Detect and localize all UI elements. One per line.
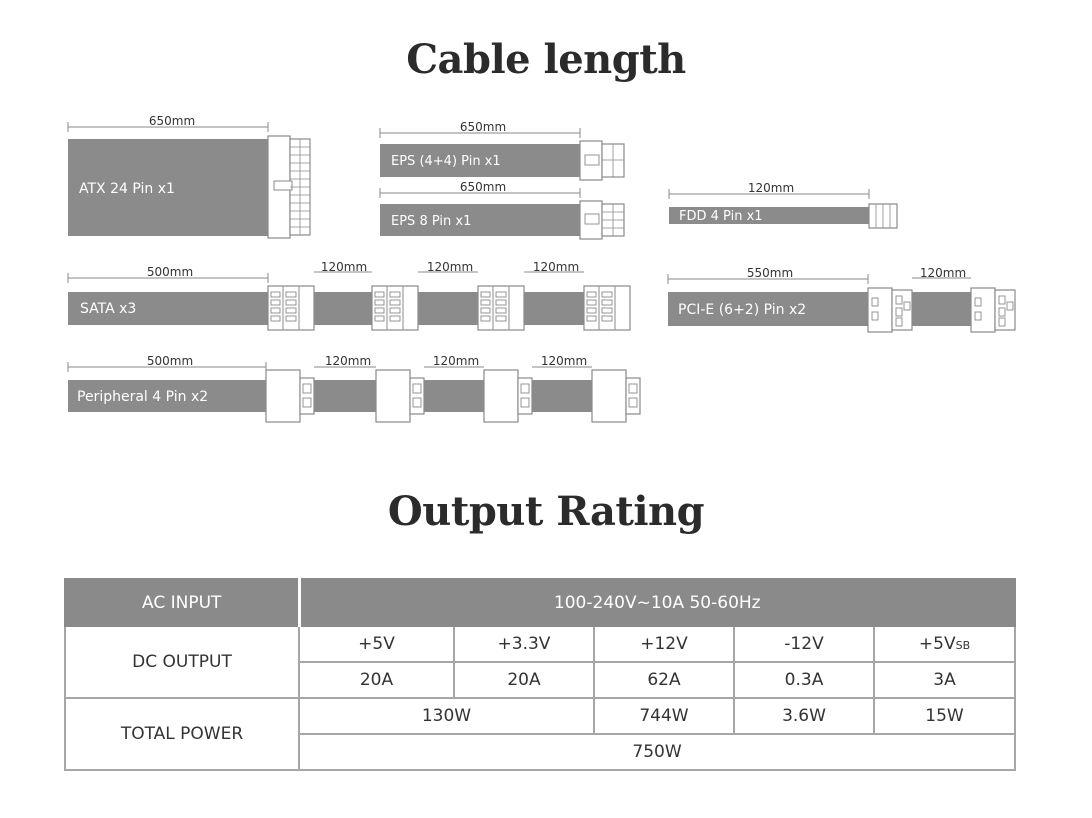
- power-5v-3v3: 130W: [298, 697, 595, 735]
- rail-5vsb: +5VSB: [872, 625, 1017, 663]
- molex-connector-icon: [591, 369, 641, 423]
- current-12v: 62A: [593, 661, 735, 699]
- rail-n12v: -12V: [733, 625, 875, 663]
- pcie-connector-icon: [867, 287, 913, 333]
- molex-connector-icon: [483, 369, 533, 423]
- power-5vsb: 15W: [872, 697, 1017, 735]
- rail-3v3: +3.3V: [453, 625, 595, 663]
- current-5v: 20A: [298, 661, 455, 699]
- pcie-cable: 550mm PCI-E (6+2) Pin x2 120mm: [667, 266, 1016, 333]
- eps8-connector-icon: [579, 200, 625, 240]
- fdd-length: 120mm: [748, 181, 794, 195]
- cable-length-title: Cable length: [406, 36, 686, 83]
- eps44-connector-icon: [579, 140, 625, 181]
- fdd-label: FDD 4 Pin x1: [679, 209, 763, 224]
- peripheral-seg2-body: [424, 380, 484, 412]
- total-power-value: 750W: [297, 733, 1017, 771]
- eps44-cable: 650mm EPS (4+4) Pin x1: [379, 120, 625, 181]
- fdd-cable-body: [669, 207, 869, 224]
- current-5vsb: 3A: [872, 661, 1017, 699]
- eps8-length: 650mm: [460, 180, 506, 194]
- ac-input-label: AC INPUT: [64, 578, 301, 627]
- sata-connector-icon: [267, 285, 315, 331]
- rail-5vsb-subscript: SB: [955, 639, 971, 652]
- sata-seg2-length: 120mm: [427, 260, 473, 274]
- ac-input-row: AC INPUT 100-240V~10A 50-60Hz: [64, 578, 1017, 627]
- rail-5v: +5V: [298, 625, 455, 663]
- cable-diagram: 650mm ATX 24 Pin x1 650mm EPS (4+4) Pi: [67, 114, 1016, 423]
- peripheral-seg2-length: 120mm: [433, 354, 479, 368]
- eps8-label: EPS 8 Pin x1: [391, 214, 471, 229]
- rail-12v: +12V: [593, 625, 735, 663]
- atx-cable-body: [68, 139, 268, 236]
- dc-current-row: 20A 20A 62A 0.3A 3A: [65, 661, 1017, 699]
- pcie-connector-icon: [970, 287, 1016, 333]
- fdd-connector-icon: [868, 203, 898, 229]
- current-n12v: 0.3A: [733, 661, 875, 699]
- sata-seg3-length: 120mm: [533, 260, 579, 274]
- sata-cable: 500mm SATA x3 120mm 120mm 120mm: [67, 260, 631, 331]
- pcie-cable-body: [668, 292, 868, 326]
- rail-5vsb-main: +5V: [918, 634, 956, 654]
- total-row: 750W: [65, 733, 1017, 771]
- sata-cable-body: [68, 292, 268, 325]
- peripheral-cable: 500mm Peripheral 4 Pin x2 120mm 120mm 12…: [67, 354, 641, 423]
- peripheral-length: 500mm: [147, 354, 193, 368]
- power-n12v: 3.6W: [733, 697, 875, 735]
- atx-cable: 650mm ATX 24 Pin x1: [67, 114, 311, 239]
- pcie-seg-body: [912, 292, 971, 326]
- current-3v3: 20A: [453, 661, 595, 699]
- power-row: TOTAL POWER 130W 744W 3.6W 15W: [64, 697, 1017, 771]
- output-rating-table: AC INPUT 100-240V~10A 50-60Hz DC OUTPUT …: [64, 578, 1017, 771]
- atx-24pin-connector-icon: [267, 135, 311, 239]
- power-12v: 744W: [593, 697, 735, 735]
- total-power-label: TOTAL POWER: [64, 697, 300, 771]
- fdd-cable: 120mm FDD 4 Pin x1: [668, 181, 898, 229]
- output-rating-title: Output Rating: [387, 488, 705, 535]
- atx-label: ATX 24 Pin x1: [79, 181, 175, 197]
- pcie-seg-length: 120mm: [920, 266, 966, 280]
- pcie-label: PCI-E (6+2) Pin x2: [678, 302, 806, 318]
- molex-connector-icon: [375, 369, 425, 423]
- eps8-cable-body: [380, 204, 580, 236]
- dc-rail-row: DC OUTPUT +5V +3.3V +12V -12V +5VSB: [64, 625, 1017, 699]
- molex-connector-icon: [265, 369, 315, 423]
- atx-length: 650mm: [149, 114, 195, 128]
- eps44-cable-body: [380, 144, 580, 177]
- sata-connector-icon: [371, 285, 419, 331]
- eps8-cable: 650mm EPS 8 Pin x1: [379, 180, 625, 240]
- eps44-label: EPS (4+4) Pin x1: [391, 154, 501, 169]
- peripheral-seg3-body: [532, 380, 592, 412]
- ac-input-value: 100-240V~10A 50-60Hz: [297, 578, 1017, 627]
- sata-seg3-body: [524, 292, 584, 325]
- peripheral-seg1-length: 120mm: [325, 354, 371, 368]
- peripheral-label: Peripheral 4 Pin x2: [77, 389, 208, 405]
- sata-length: 500mm: [147, 265, 193, 279]
- dc-output-label: DC OUTPUT: [64, 625, 300, 699]
- sata-connector-icon: [477, 285, 525, 331]
- sata-seg2-body: [418, 292, 478, 325]
- pcie-length: 550mm: [747, 266, 793, 280]
- sata-seg1-length: 120mm: [321, 260, 367, 274]
- eps44-length: 650mm: [460, 120, 506, 134]
- peripheral-seg3-length: 120mm: [541, 354, 587, 368]
- peripheral-cable-body: [68, 380, 266, 412]
- sata-seg1-body: [314, 292, 372, 325]
- sata-connector-icon: [583, 285, 631, 331]
- sata-label: SATA x3: [80, 301, 136, 317]
- peripheral-seg1-body: [314, 380, 376, 412]
